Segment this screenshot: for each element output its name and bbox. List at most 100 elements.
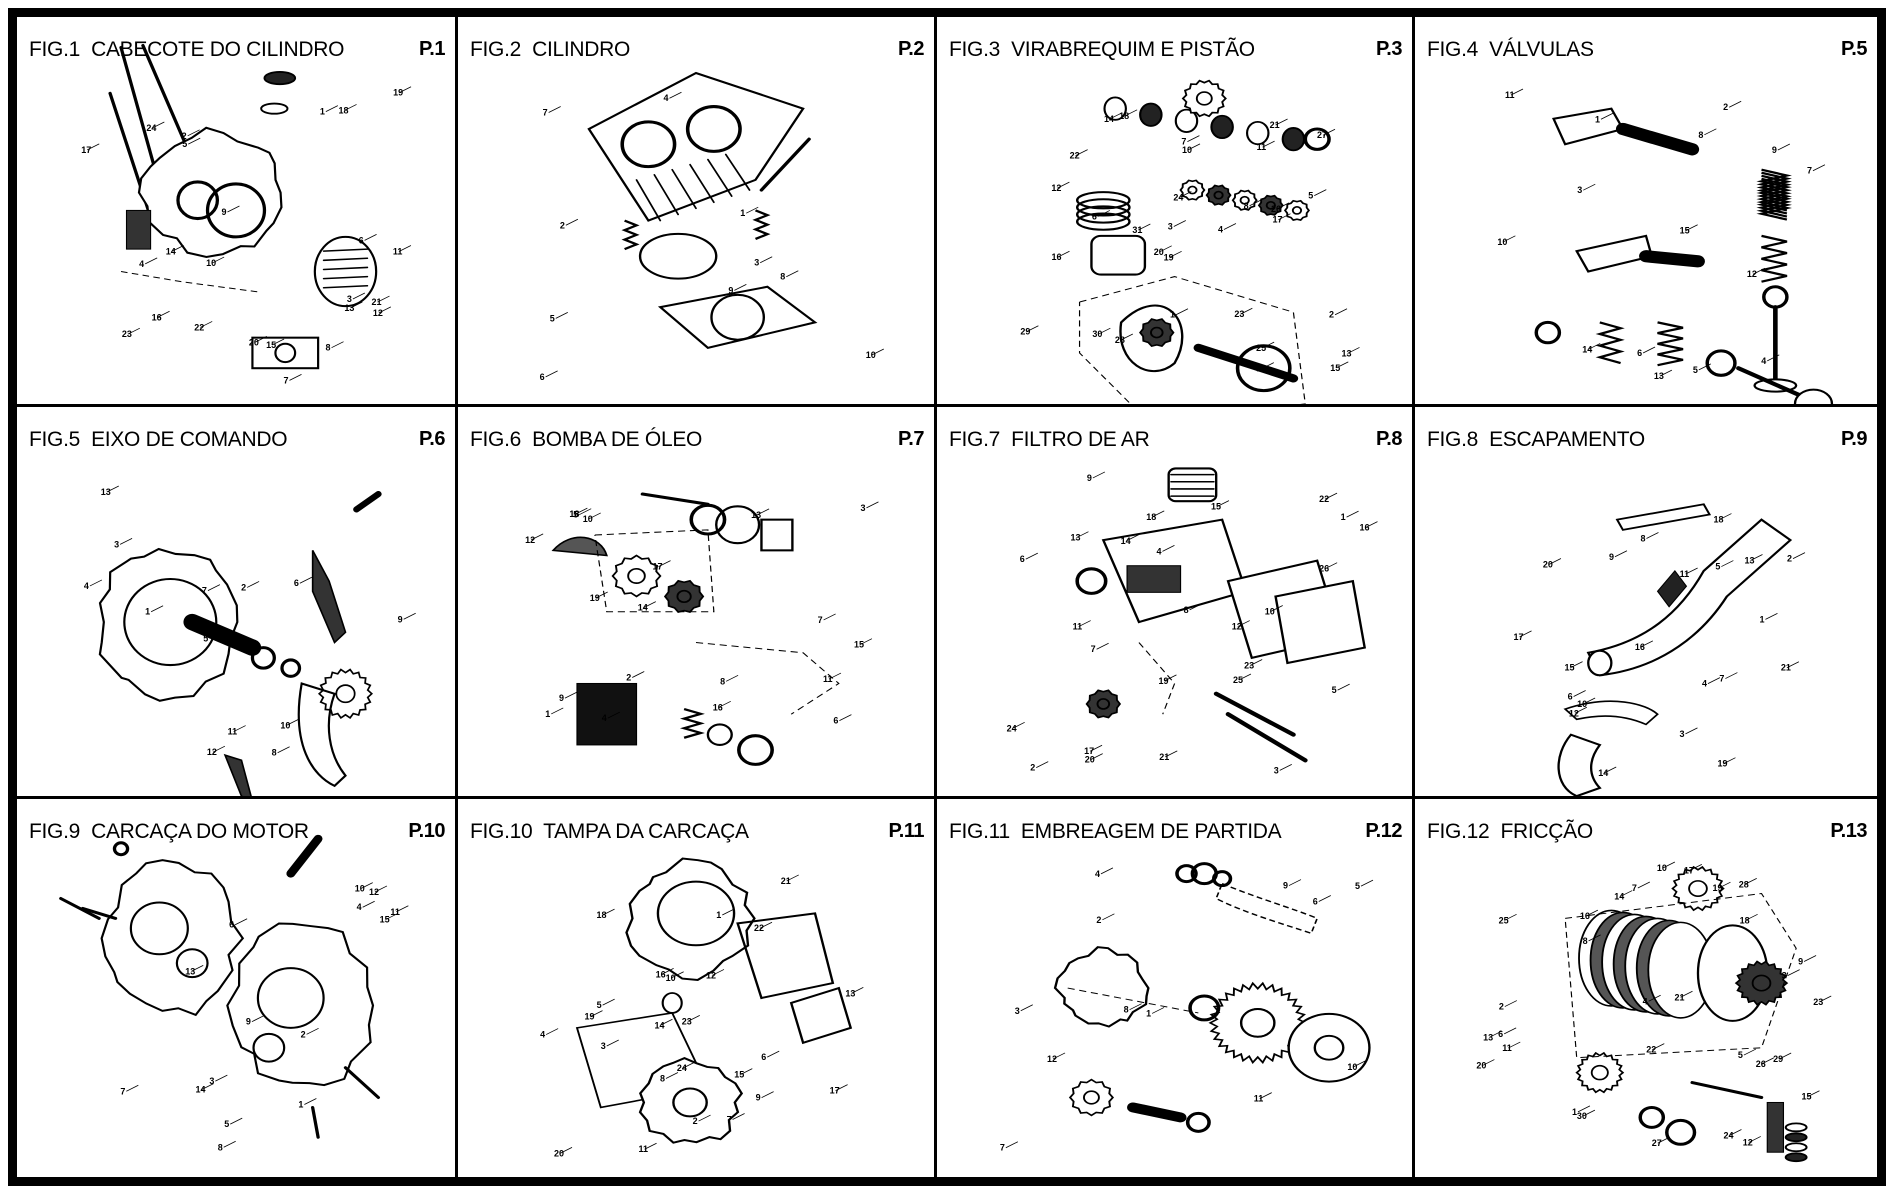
callout-number: 7 <box>727 1115 732 1125</box>
callout-leader <box>106 485 119 493</box>
callout-number: 6 <box>1020 554 1025 564</box>
figure-number: FIG.9 <box>29 820 81 843</box>
figure-title: FIG.10 TAMPA DA CARCAÇA <box>470 821 749 842</box>
callout-number: 16 <box>1051 252 1061 262</box>
callout-leader <box>1318 895 1331 902</box>
callout-number: 4 <box>1643 996 1648 1006</box>
callout-leader <box>759 921 773 929</box>
callout-leader <box>1126 534 1139 542</box>
callout-number: 24 <box>677 1063 687 1073</box>
callout-leader <box>1138 223 1151 231</box>
callout-leader <box>1097 210 1110 217</box>
callout-number: 21 <box>1781 663 1791 673</box>
callout-leader <box>1786 661 1800 669</box>
callout-leader <box>1262 140 1275 148</box>
page-reference: P.12 <box>1365 820 1402 842</box>
callout-leader <box>1129 1003 1142 1011</box>
callout-number: 18 <box>1713 515 1723 525</box>
callout-number: 12 <box>1232 622 1242 632</box>
callout-number: 19 <box>1158 676 1168 686</box>
callout-number: 10 <box>1182 145 1192 155</box>
callout-number: 20 <box>249 337 259 347</box>
callout-number: 12 <box>373 308 383 318</box>
callout-leader <box>606 1039 619 1047</box>
callout-leader <box>1648 994 1661 1002</box>
page-reference: P.3 <box>1376 38 1402 60</box>
callout-number: 3 <box>347 294 352 304</box>
callout-number: 17 <box>81 145 91 155</box>
callout-leader <box>1585 909 1599 917</box>
callout-leader <box>212 745 226 753</box>
row-divider <box>17 404 1877 407</box>
callout-number: 17 <box>1272 215 1282 225</box>
callout-number: 5 <box>1738 1050 1743 1060</box>
callout-number: 6 <box>1092 211 1097 221</box>
callout-number: 13 <box>1342 348 1352 358</box>
callout-leader <box>760 256 773 264</box>
callout-number: 10 <box>666 973 676 983</box>
callout-number: 13 <box>751 510 761 520</box>
callout-number: 25 <box>1256 343 1266 353</box>
callout-leader <box>1729 100 1742 108</box>
callout-number: 5 <box>573 510 578 520</box>
callout-leader <box>1744 877 1757 885</box>
callout-leader <box>1164 674 1177 682</box>
callout-number: 1 <box>1572 1107 1577 1117</box>
callout-number: 9 <box>728 285 733 295</box>
callout-leader <box>1240 307 1253 315</box>
callout-number: 3 <box>860 503 865 513</box>
callout-number: 3 <box>1679 729 1684 739</box>
callout-leader <box>1765 613 1778 620</box>
callout-leader <box>1583 183 1596 191</box>
callout-leader <box>1652 1043 1665 1050</box>
callout-number: 9 <box>1283 881 1288 891</box>
callout-leader <box>1324 492 1338 500</box>
callout-number: 2 <box>1096 915 1101 925</box>
callout-number: 12 <box>1051 183 1061 193</box>
callout-leader <box>1249 659 1263 666</box>
callout-number: 6 <box>540 372 545 382</box>
callout-leader <box>1098 327 1111 335</box>
callout-leader <box>306 1027 319 1035</box>
callout-number: 4 <box>1095 869 1100 879</box>
callout-leader <box>1005 1141 1018 1149</box>
callout-number: 27 <box>1317 130 1327 140</box>
callout-number: 13 <box>1483 1032 1493 1042</box>
figure-title: FIG.7 FILTRO DE AR <box>949 429 1150 450</box>
callout-leader <box>1279 764 1292 771</box>
callout-leader <box>1604 766 1617 774</box>
callout-leader <box>1270 605 1283 612</box>
callout-leader <box>823 613 836 621</box>
callout-number: 14 <box>1104 114 1114 124</box>
callout-leader <box>1187 143 1201 151</box>
callout-number: 30 <box>1577 1111 1587 1121</box>
callout-leader <box>1503 235 1516 243</box>
callout-number: 18 <box>569 509 579 519</box>
callout-leader <box>304 1098 317 1105</box>
callout-number: 7 <box>1632 883 1637 893</box>
callout-number: 3 <box>1782 971 1787 981</box>
callout-leader <box>1120 333 1134 341</box>
callout-number: 9 <box>221 207 226 217</box>
callout-number: 1 <box>545 709 550 719</box>
callout-leader <box>1704 128 1717 136</box>
figure-name: BOMBA DE ÓLEO <box>532 428 703 451</box>
callout-leader <box>564 691 578 699</box>
callout-leader <box>607 711 620 719</box>
callout-number: 5 <box>597 1000 602 1010</box>
callout-leader <box>246 581 260 588</box>
callout-leader <box>1169 250 1182 258</box>
callout-number: 15 <box>1211 502 1221 512</box>
callout-number: 12 <box>525 535 535 545</box>
callout-number: 17 <box>1684 865 1694 875</box>
callout-leader <box>767 1050 780 1058</box>
callout-number: 14 <box>1582 344 1592 354</box>
callout-leader <box>866 501 879 509</box>
callout-leader <box>1020 1004 1033 1012</box>
